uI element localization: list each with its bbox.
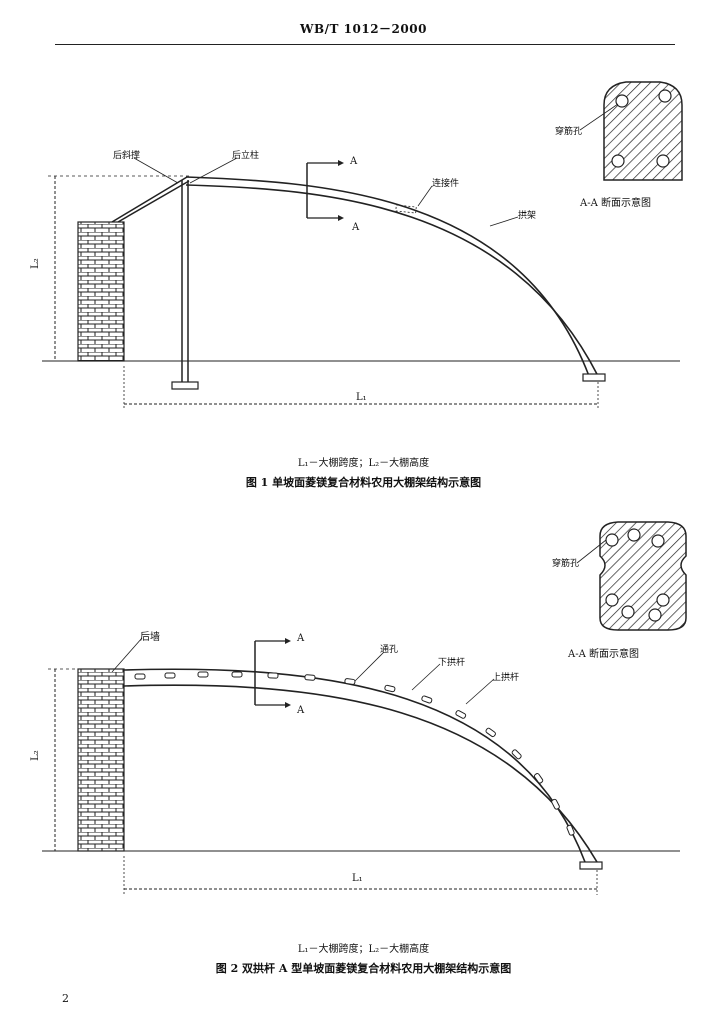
fig1-section-title: A-A 断面示意图: [580, 198, 652, 209]
page-number: 2: [62, 992, 69, 1005]
fig2-section-hole-label: 穿筋孔: [552, 559, 580, 569]
header-rule: [55, 44, 675, 45]
fig1-back-brace-label: 后斜撑: [113, 151, 141, 161]
fig1-section-mark-bottom: A: [352, 222, 360, 233]
document-header: WB/T 1012－2000: [300, 22, 427, 36]
fig1-connector-label: 连接件: [432, 179, 460, 189]
fig2-legend: L₁－大棚跨度；L₂－大棚高度: [297, 944, 430, 955]
fig1-span-label: L₁: [356, 392, 367, 403]
fig2-section-mark-top: A: [297, 633, 305, 644]
fig2-upper-arch: [123, 668, 586, 863]
fig1-rear-post-label: 后立柱: [232, 151, 260, 161]
fig2-section-mark-bottom: A: [297, 705, 305, 716]
fig2-lower-arch: [123, 684, 598, 863]
fig2-back-wall-label: 后墙: [140, 632, 160, 643]
fig1-arch: [185, 176, 590, 377]
fig1-section-hole-label: 穿筋孔: [555, 127, 583, 137]
fig2-vent-hole-label: 通孔: [380, 645, 399, 655]
fig1-caption: 图 1 单坡面菱镁复合材料农用大棚架结构示意图: [245, 476, 482, 489]
fig1-arch-label: 拱架: [518, 211, 537, 221]
fig2-section-title: A-A 断面示意图: [568, 649, 640, 660]
fig2-span-label: L₁: [352, 873, 363, 884]
fig2-caption: 图 2 双拱杆 A 型单坡面菱镁复合材料农用大棚架结构示意图: [215, 962, 512, 975]
fig2-upper-rod-label: 上拱杆: [492, 673, 520, 683]
fig2-height-label: L₂: [29, 750, 41, 761]
fig2-lower-rod-label: 下拱杆: [438, 658, 466, 668]
fig1-legend: L₁－大棚跨度；L₂－大棚高度: [297, 458, 430, 469]
fig1-brick-wall: [77, 221, 125, 362]
fig2-brick-wall: [77, 668, 125, 852]
fig1-height-label: L₂: [29, 258, 41, 269]
fig1-section-mark-top: A: [350, 156, 358, 167]
